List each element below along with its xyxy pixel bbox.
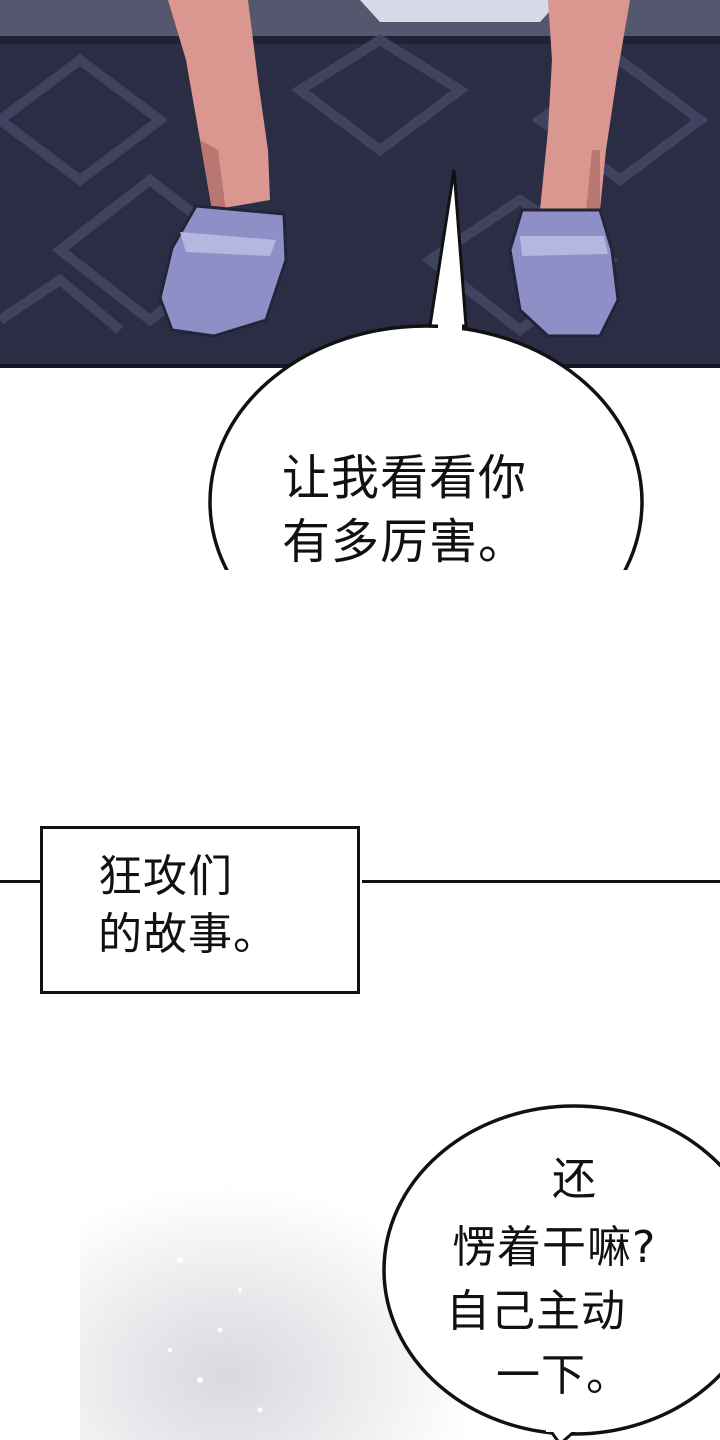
- right-slipper: [508, 208, 620, 338]
- caption-rule-left: [0, 880, 42, 883]
- caption-box: [40, 826, 360, 994]
- bed-edge-shadow: [0, 36, 720, 44]
- speech-bubble-2-line-4: 一下。: [496, 1350, 631, 1401]
- left-leg: [168, 0, 270, 212]
- left-slipper: [158, 204, 288, 338]
- speech-bubble-1-text: 让我看看你 有多厉害。: [282, 450, 528, 570]
- sparkles: [168, 1257, 263, 1413]
- speech-bubble-2-line-2: 愣着干嘛?: [452, 1222, 657, 1273]
- top-scene-panel: [0, 0, 720, 368]
- speech-bubble-2-shape: [382, 1104, 720, 1440]
- speech-bubble-1-shape: [208, 169, 644, 570]
- shorts: [360, 0, 560, 22]
- right-leg: [540, 0, 630, 212]
- speech-bubble-2-line-1: 还: [552, 1154, 597, 1205]
- caption-text: 狂攻们 的故事。: [98, 851, 278, 960]
- speech-bubble-2-line-3: 自己主动: [446, 1286, 626, 1337]
- caption-rule-right: [362, 880, 720, 883]
